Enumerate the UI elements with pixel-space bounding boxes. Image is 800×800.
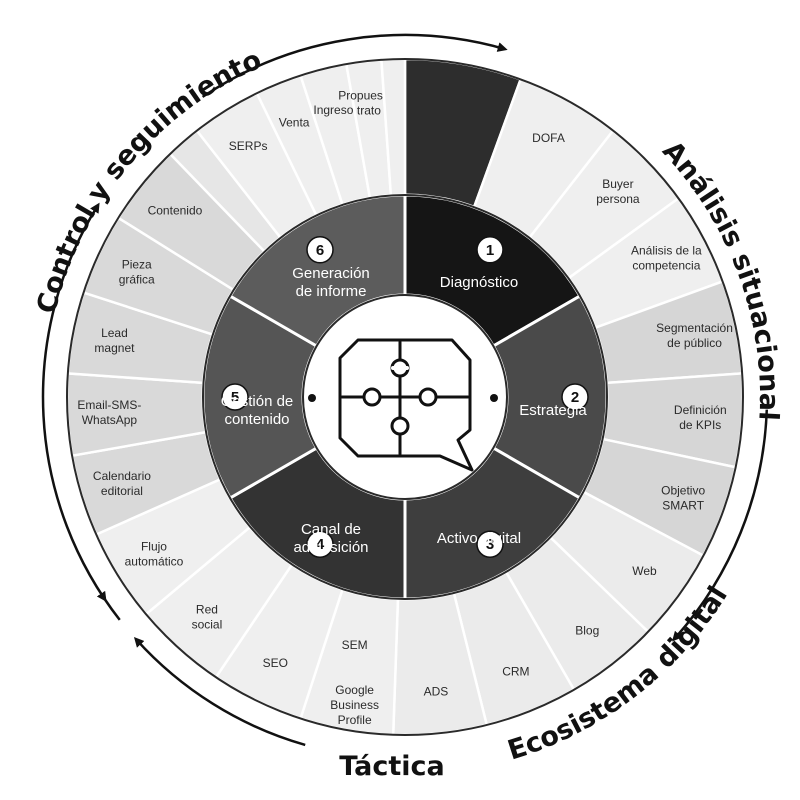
segment-label-email-sms-whatsapp: WhatsApp [82,413,138,427]
segment-label-web: Web [632,564,657,578]
segment-label-objetivo-smart: Objetivo [661,484,705,498]
stage-number: 2 [571,389,579,406]
segment-label-dofa: DOFA [532,131,565,145]
segment-label-pieza-grafica: Pieza [122,257,152,271]
segment-label-serps: SERPs [229,139,268,153]
segment-label-calendario-editorial: Calendario [93,469,151,483]
stage-label-activo-digital: Activo digital [437,530,521,547]
segment-label-email-sms-whatsapp: Email-SMS- [77,398,141,412]
segment-label-calendario-editorial: editorial [101,484,143,498]
stage-number: 1 [486,242,494,259]
segment-label-contenido: Contenido [148,204,203,218]
stage-number: 5 [231,389,239,406]
segment-label-sem-google-business-profile: Business [330,698,379,712]
arrow-left-down [41,202,121,621]
stage-number-badge [221,383,249,411]
stage-number-badge [306,530,334,558]
outer-segment: Email-SMS-WhatsApp [65,372,210,458]
segment-label-crm: CRM [502,664,529,678]
puzzle-speech-bubble-icon [338,338,474,472]
segment-label-lead-magnet: Lead [101,326,128,340]
segment-label-flujo-automatico: Flujo [141,539,167,553]
center-dot-right [490,394,498,402]
arrow-top [201,33,508,98]
stage-label-estrategia: Estrategia [519,402,587,419]
center-dot-left [308,394,316,402]
segment-label-pieza-grafica: gráfica [119,272,155,286]
segment-label-propuesta-trato: trato [357,104,381,118]
stage-ring-border [202,194,608,600]
segment-label-segmentacion-de-publico: Segmentación [656,321,733,335]
segment-label-sem-google-business-profile: Google [335,683,374,697]
segment-label-seo: SEO [263,656,288,670]
stage-label-gestion-de-contenido: Gestión de [221,393,294,410]
stage-number-badge [476,530,504,558]
stage-label-gestion-de-contenido: contenido [224,411,289,428]
segment-label-buyer-persona: Buyer [602,177,633,191]
stage-number-badge [476,236,504,264]
stage-label-diagnostico: Diagnóstico [440,274,518,291]
segment-label-analisis-de-la-competencia: competencia [632,259,700,273]
segment-label-sem-google-business-profile: Profile [338,713,372,727]
stage-number-badge [561,383,589,411]
stage-label-generacion-de-informe: Generación [292,265,370,282]
segment-label-segmentacion-de-publico: de público [667,336,722,350]
segment-label-buyer-persona: persona [596,192,640,206]
segment-label-red-social: Red [196,602,218,616]
stage-number: 4 [316,536,325,553]
segment-label-lead-magnet: magnet [94,341,135,355]
segment-label-flujo-automatico: automático [125,554,184,568]
segment-label-ads: ADS [424,684,449,698]
segment-label-red-social: social [192,617,223,631]
stage-number: 6 [316,242,324,259]
stage-label-generacion-de-informe: de informe [296,283,367,300]
segment-label-sem-google-business-profile: SEM [342,638,368,652]
segment-label-ingreso: Ingreso [313,103,353,117]
stage-label-canal-de-adquisicion: adquisición [293,539,368,556]
cycle-arrows [41,33,769,747]
arrow-right [672,409,769,642]
segment-label-venta: Venta [279,116,310,130]
segment-label-definicion-de-kpis: de KPIs [679,418,721,432]
segment-label-definicion-de-kpis: Definición [674,403,727,417]
stage-number: 3 [486,536,494,553]
stage-number-badge [306,236,334,264]
title-tactica: Táctica [339,751,445,782]
arrow-bottom-right [133,636,306,747]
stage-label-canal-de-adquisicion: Canal de [301,521,361,538]
segment-label-objetivo-smart: SMART [662,499,704,513]
segment-label-blog: Blog [575,623,599,637]
outer-ring-border [66,58,744,736]
segment-label-analisis-de-la-competencia: Análisis de la [631,244,702,258]
